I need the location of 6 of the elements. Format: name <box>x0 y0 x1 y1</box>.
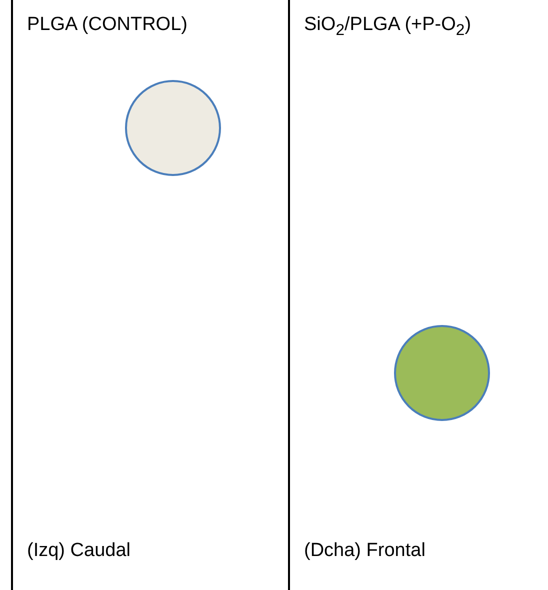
sample-circle <box>393 324 491 422</box>
sample-circle <box>124 79 222 177</box>
panel-caption: (Dcha) Frontal <box>304 540 426 562</box>
panel-heading: PLGA (CONTROL) <box>27 14 188 36</box>
panel-caption: (Izq) Caudal <box>27 540 130 562</box>
panel-heading: SiO$_{2}$/PLGA (+P-O$_{2}$) <box>304 14 472 40</box>
